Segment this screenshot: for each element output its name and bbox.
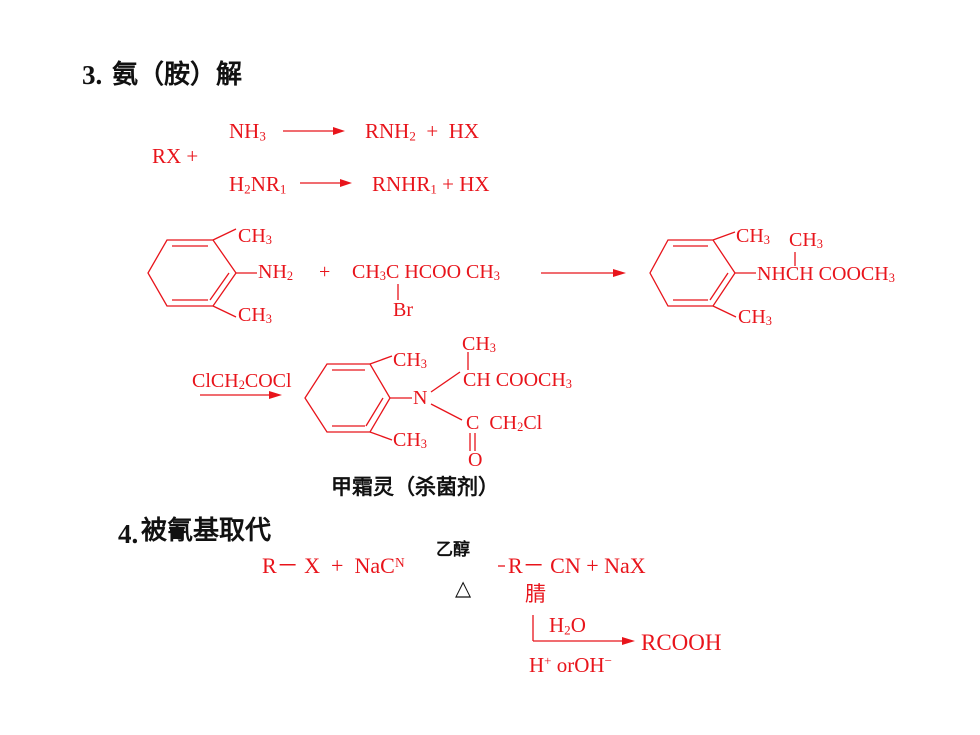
product-ch3-side: CH3	[789, 229, 823, 252]
product-name: 甲霜灵（杀菌剂）	[331, 475, 499, 499]
hydrolysis-reagent: H2O	[549, 613, 586, 638]
product-chain: NHCH COOCH3	[757, 263, 895, 286]
carbonyl-oxygen: O	[468, 449, 483, 471]
arrow-amine	[300, 179, 352, 187]
cyanide-lhs: R－ X + NaCᴺ	[262, 553, 405, 578]
reaction2-plus: +	[319, 261, 331, 283]
aniline-ch3-top: CH3	[238, 225, 272, 248]
aniline-ch3-bottom: CH3	[238, 304, 272, 327]
arrow-reaction2	[541, 269, 626, 277]
acyl-group: C CH2Cl	[466, 412, 543, 435]
section3-number: 3.	[82, 60, 103, 90]
branch-chain: CH COOCH3	[463, 369, 572, 392]
arrow-hydrolysis	[532, 615, 635, 645]
product-ch3-bottom: CH3	[738, 306, 772, 329]
ester-formula: CH3C HCOO CH3	[352, 261, 500, 284]
aniline-nh2: NH2	[258, 261, 294, 284]
nitrile-label: 腈	[525, 582, 546, 606]
ester-br: Br	[393, 299, 413, 321]
nitrogen-atom: N	[413, 387, 428, 409]
section4-number: 4.	[118, 519, 139, 549]
hydrolysis-product: RCOOH	[641, 630, 722, 655]
arrow-ammonia	[283, 127, 345, 135]
benzene-ring-metalaxyl	[304, 352, 476, 451]
condition-heat-icon: △	[455, 576, 472, 600]
product-ch3-top: CH3	[736, 225, 770, 248]
section4-title: 被氰基取代	[141, 516, 272, 546]
condition-ethanol: 乙醇	[436, 540, 470, 560]
benzene-ring-product	[649, 231, 796, 318]
rx-plus: RX +	[152, 144, 199, 168]
amine-reagent: H2NR1	[229, 172, 287, 197]
branch-ch3: CH3	[462, 333, 496, 356]
reaction3-reagent: ClCH2COCl	[192, 370, 292, 393]
cyanide-rhs: R－ CN + NaX	[508, 553, 646, 578]
section3-title: 氨（胺）解	[112, 60, 243, 90]
ammonia-product: RNH2 + HX	[365, 119, 480, 144]
ring-ch3-top: CH3	[393, 349, 427, 372]
amine-product: RNHR1 + HX	[372, 172, 490, 197]
ammonia-reagent: NH3	[229, 119, 266, 144]
hydrolysis-condition: H+ orOH−	[529, 653, 612, 678]
benzene-ring-aniline	[147, 228, 257, 318]
arrow-reaction3	[200, 391, 282, 399]
ring-ch3-bottom: CH3	[393, 429, 427, 452]
